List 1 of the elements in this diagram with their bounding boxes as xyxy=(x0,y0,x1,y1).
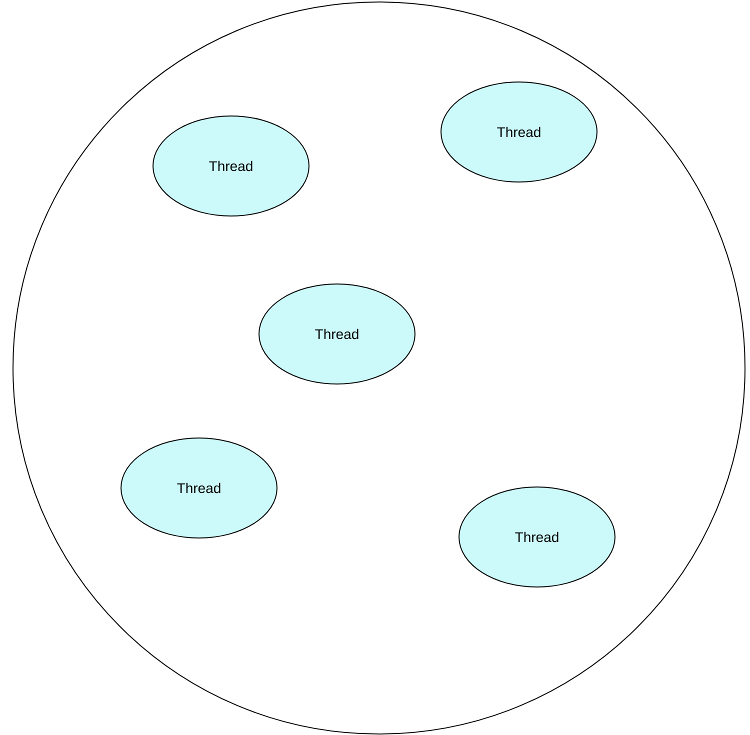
process-circle xyxy=(12,2,746,734)
